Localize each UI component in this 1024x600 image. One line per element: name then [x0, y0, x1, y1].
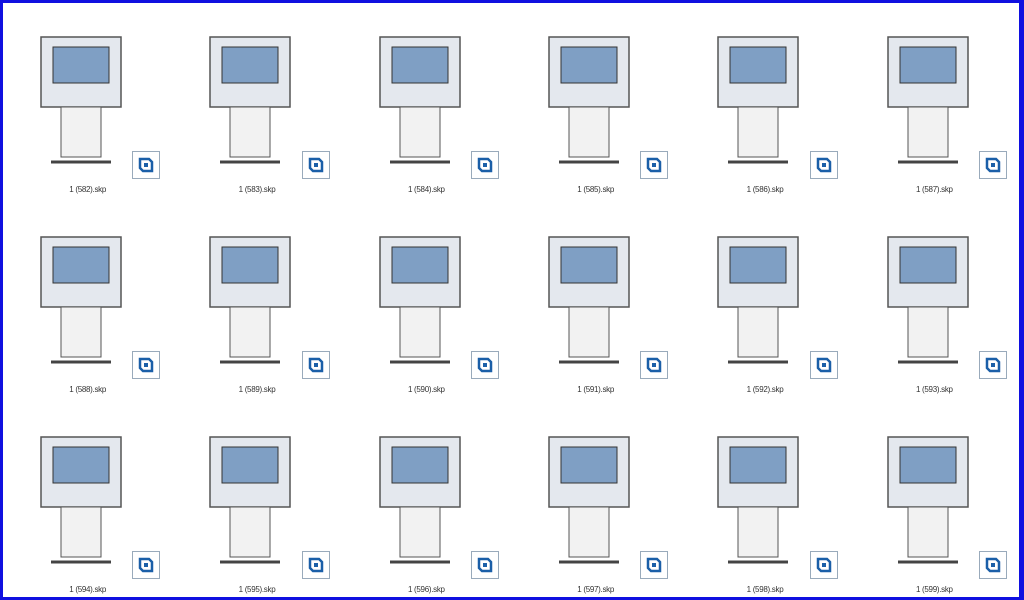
sketchup-icon [132, 351, 161, 379]
model-thumbnail [548, 236, 630, 364]
model-thumbnail [886, 236, 969, 364]
file-name: 1 (598).skp [746, 585, 784, 594]
sketchup-icon [640, 151, 669, 179]
sketchup-icon [132, 551, 161, 579]
file-name: 1 (596).skp [407, 585, 445, 594]
file-item-pendant-column[interactable]: 1 (591).skp [511, 203, 680, 403]
file-name: 1 (591).skp [577, 385, 615, 394]
sketchup-icon [809, 151, 838, 179]
file-name: 1 (594).skp [69, 585, 107, 594]
file-item-display-panel[interactable]: 1 (594).skp [3, 403, 172, 597]
file-item-defibrillator[interactable]: 1 (582).skp [3, 3, 172, 203]
file-item-monitor-cart[interactable]: 1 (583).skp [172, 3, 341, 203]
file-item-ceiling-pendant[interactable]: 1 (585).skp [511, 3, 680, 203]
model-thumbnail [378, 36, 461, 164]
sketchup-icon [470, 151, 499, 179]
sketchup-icon [809, 351, 838, 379]
file-name: 1 (584).skp [407, 185, 445, 194]
file-name: 1 (590).skp [407, 385, 445, 394]
file-name: 1 (593).skp [915, 385, 953, 394]
file-browser: 1 (582).skp 1 (583).skp 1 (584).skp [3, 3, 1019, 597]
model-thumbnail [886, 436, 969, 564]
sketchup-icon [809, 551, 838, 579]
file-item-monitor-arm[interactable]: 1 (598).skp [680, 403, 849, 597]
sketchup-icon [640, 351, 669, 379]
file-item-room[interactable]: 1 (588).skp [3, 203, 172, 403]
model-thumbnail [548, 36, 630, 164]
sketchup-icon [301, 151, 330, 179]
model-thumbnail [209, 36, 292, 164]
file-name: 1 (587).skp [915, 185, 953, 194]
model-thumbnail [40, 236, 122, 364]
model-thumbnail [40, 436, 122, 564]
model-thumbnail [40, 36, 122, 164]
file-name: 1 (586).skp [746, 185, 784, 194]
file-name: 1 (583).skp [238, 185, 276, 194]
model-thumbnail [717, 236, 800, 364]
thumbnail-grid: 1 (582).skp 1 (583).skp 1 (584).skp [3, 3, 1019, 597]
sketchup-icon [132, 151, 161, 179]
file-name: 1 (595).skp [238, 585, 276, 594]
file-item-anesthesia-workstation[interactable]: 1 (586).skp [680, 3, 849, 203]
sketchup-icon [470, 551, 499, 579]
file-name: 1 (588).skp [69, 385, 107, 394]
file-name: 1 (582).skp [69, 185, 107, 194]
file-item-ventilator[interactable]: 1 (596).skp [342, 403, 511, 597]
file-item-dental-chair[interactable]: 1 (599).skp [850, 403, 1019, 597]
model-thumbnail [209, 236, 292, 364]
sketchup-icon [301, 551, 330, 579]
model-thumbnail [378, 236, 461, 364]
model-thumbnail [378, 436, 461, 564]
sketchup-icon [301, 351, 330, 379]
file-item-ecg-device[interactable]: 1 (587).skp [850, 3, 1019, 203]
sketchup-icon [978, 551, 1007, 579]
file-item-xray-unit[interactable]: 1 (584).skp [342, 3, 511, 203]
file-item-lab-bench[interactable]: 1 (589).skp [172, 203, 341, 403]
file-item-rail-system[interactable]: 1 (593).skp [850, 203, 1019, 403]
sketchup-icon [470, 351, 499, 379]
model-thumbnail [886, 36, 969, 164]
file-name: 1 (597).skp [577, 585, 615, 594]
file-name: 1 (599).skp [915, 585, 953, 594]
model-thumbnail [717, 436, 800, 564]
file-item-pendant-shelves[interactable]: 1 (595).skp [172, 403, 341, 597]
sketchup-icon [640, 551, 669, 579]
sketchup-icon [978, 351, 1007, 379]
model-thumbnail [717, 36, 800, 164]
sketchup-icon [978, 151, 1007, 179]
file-name: 1 (585).skp [577, 185, 615, 194]
file-item-coiled-hose[interactable]: 1 (597).skp [511, 403, 680, 597]
model-thumbnail [209, 436, 292, 564]
model-thumbnail [548, 436, 630, 564]
file-item-pendant-arm[interactable]: 1 (590).skp [342, 203, 511, 403]
file-item-ceiling-supply-unit[interactable]: 1 (592).skp [680, 203, 849, 403]
file-name: 1 (589).skp [238, 385, 276, 394]
file-name: 1 (592).skp [746, 385, 784, 394]
